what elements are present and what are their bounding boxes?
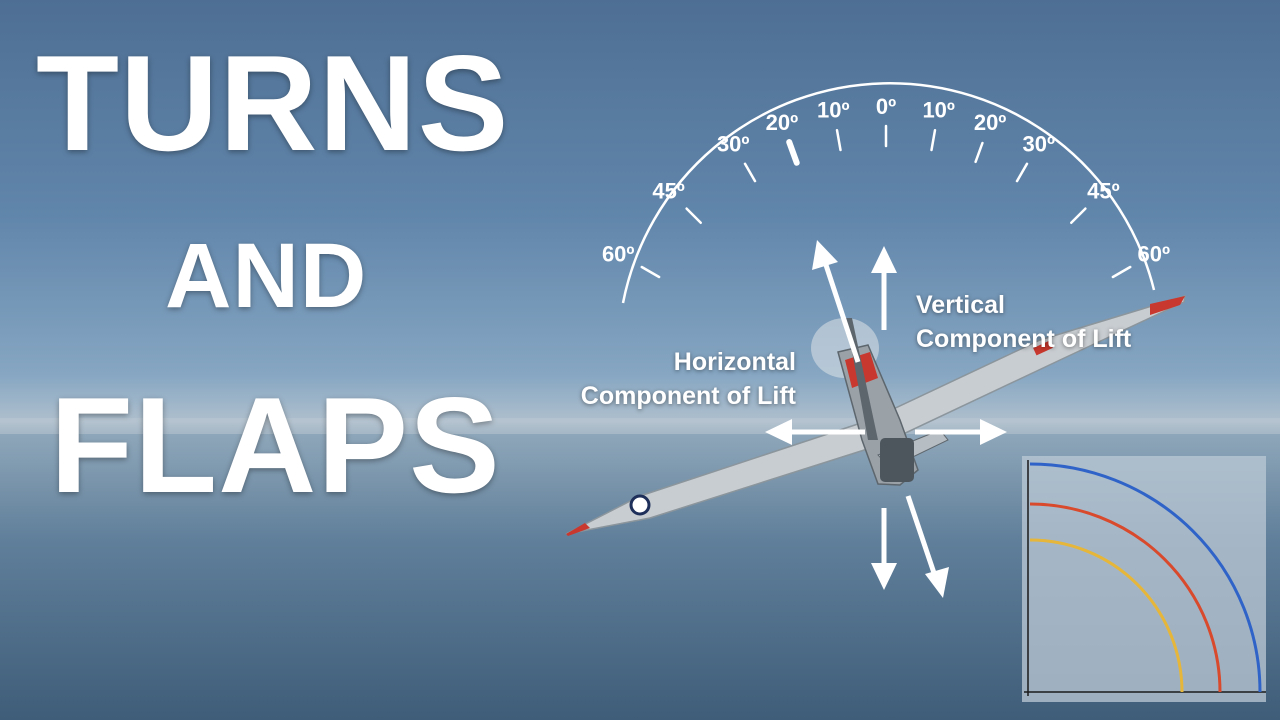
vertical-label-line-1: Vertical xyxy=(916,291,1005,319)
bank-tick xyxy=(930,129,937,152)
bank-tick-label: 45º xyxy=(652,179,685,204)
bank-tick-label: 30º xyxy=(717,131,750,156)
total-lift-arrowhead xyxy=(812,240,838,270)
vertical-label-line-2: Component of Lift xyxy=(916,325,1132,353)
weight-arrowhead xyxy=(871,563,897,590)
title-line-2: AND xyxy=(165,225,368,327)
turn-radius-curve-large xyxy=(1029,462,1262,693)
bank-tick-label: 10º xyxy=(817,97,850,122)
bank-tick xyxy=(1111,265,1132,279)
turn-radius-inset xyxy=(1022,456,1266,702)
bank-tick-label: 60º xyxy=(602,241,635,266)
bank-indicator-tick xyxy=(786,139,800,166)
turn-radius-curve-small xyxy=(1029,538,1184,693)
bank-tick-label: 20º xyxy=(974,110,1007,135)
force-arrows xyxy=(765,240,1007,598)
title-line-1: TURNS xyxy=(36,27,510,179)
load-arrowhead xyxy=(925,567,949,598)
bank-tick-label: 60º xyxy=(1138,241,1171,266)
bank-tick xyxy=(1070,207,1087,224)
bank-angle-arc xyxy=(621,82,1156,304)
bank-tick xyxy=(1015,162,1029,183)
bank-angle-labels: 60º 45º 30º 20º 10º 0º 10º 20º 30º 45º 60º xyxy=(602,94,1170,266)
wing-marking xyxy=(1033,340,1053,356)
bank-tick-label: 20º xyxy=(766,110,799,135)
horizontal-label-line-2: Component of Lift xyxy=(580,382,796,410)
total-lift-arrow xyxy=(822,261,861,363)
bank-tick xyxy=(640,265,661,279)
airplane-illustration xyxy=(565,294,1186,536)
roundel xyxy=(629,494,651,516)
bank-tick xyxy=(835,129,842,152)
turn-radius-graph xyxy=(1024,460,1266,696)
bank-tick xyxy=(743,162,757,183)
vertical-lift-arrowhead xyxy=(871,246,897,273)
horizontal-label-line-1: Horizontal xyxy=(673,348,796,376)
tail-section xyxy=(880,438,914,482)
bank-angle-ticks xyxy=(640,124,1132,279)
bank-tick xyxy=(974,141,984,164)
horizontal-arrowhead-right xyxy=(980,419,1007,445)
vertical-component-label: Vertical Component of Lift xyxy=(916,288,1131,356)
wingtip-stripe xyxy=(1150,296,1185,315)
bank-tick-label: 45º xyxy=(1087,179,1120,204)
horizontal-component-label: Horizontal Component of Lift xyxy=(581,345,796,413)
title-line-3: FLAPS xyxy=(50,369,501,521)
bank-tick xyxy=(685,207,702,224)
wingtip-stripe-left xyxy=(566,523,590,536)
bank-tick-label: 30º xyxy=(1023,131,1056,156)
load-arrow xyxy=(905,495,938,577)
turn-radius-curve-medium xyxy=(1029,502,1222,693)
airplane-wing xyxy=(565,294,1186,535)
bank-tick-label: 0º xyxy=(876,94,896,119)
horizontal-lift-arrowhead-left xyxy=(765,419,792,445)
bank-tick-label: 10º xyxy=(922,97,955,122)
